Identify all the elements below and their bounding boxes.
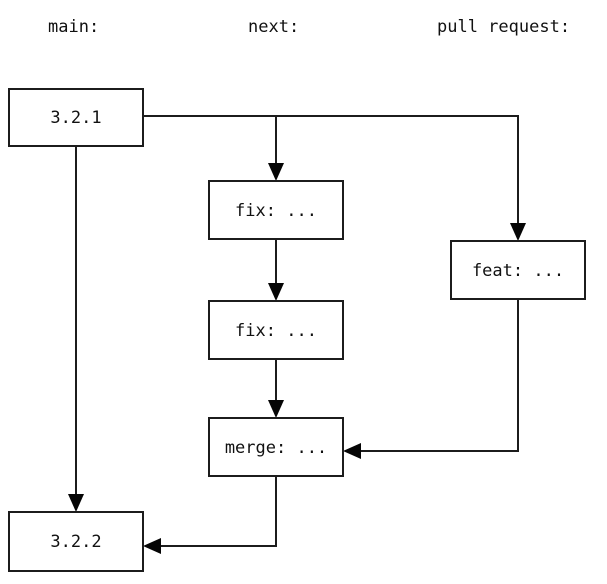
edge-main-to-pull-request-branch (143, 115, 519, 232)
edge-feat-to-merge-arrowhead (343, 443, 361, 459)
edge-321-to-322-arrowhead (68, 494, 84, 512)
node-feat-label: feat: ... (472, 261, 564, 281)
node-merge-label: merge: ... (225, 438, 327, 458)
edge-fix2-to-merge-arrowhead (268, 400, 284, 418)
lane-header-pull-request: pull request: (437, 17, 570, 37)
edge-group (68, 115, 526, 554)
node-fix-2-label: fix: ... (235, 321, 317, 341)
node-fix-1-label: fix: ... (235, 201, 317, 221)
edge-fix1-to-fix2-arrowhead (268, 283, 284, 301)
node-feat-box[interactable] (450, 240, 586, 300)
lane-header-main: main: (48, 17, 99, 37)
lane-header-next: next: (248, 17, 299, 37)
node-fix-2-box[interactable] (208, 300, 344, 360)
node-321-box[interactable] (8, 88, 144, 147)
node-merge-box[interactable] (208, 417, 344, 477)
node-fix-2[interactable]: fix: ... (208, 300, 344, 360)
node-feat[interactable]: feat: ... (450, 240, 586, 300)
node-321[interactable]: 3.2.1 (8, 88, 144, 147)
node-fix-1[interactable]: fix: ... (208, 180, 344, 240)
edge-merge-to-322-arrowhead (143, 538, 161, 554)
node-merge[interactable]: merge: ... (208, 417, 344, 477)
node-322-box[interactable] (8, 511, 144, 572)
node-fix-1-box[interactable] (208, 180, 344, 240)
edge-feat-to-merge (352, 299, 519, 452)
node-322[interactable]: 3.2.2 (8, 511, 144, 572)
edge-merge-to-322 (152, 476, 277, 547)
edge-main-to-next-branch (143, 115, 277, 172)
edge-main-to-next-arrowhead (268, 163, 284, 181)
node-321-label: 3.2.1 (50, 108, 101, 128)
node-322-label: 3.2.2 (50, 532, 101, 552)
edge-main-to-pull-request-arrowhead (510, 223, 526, 241)
